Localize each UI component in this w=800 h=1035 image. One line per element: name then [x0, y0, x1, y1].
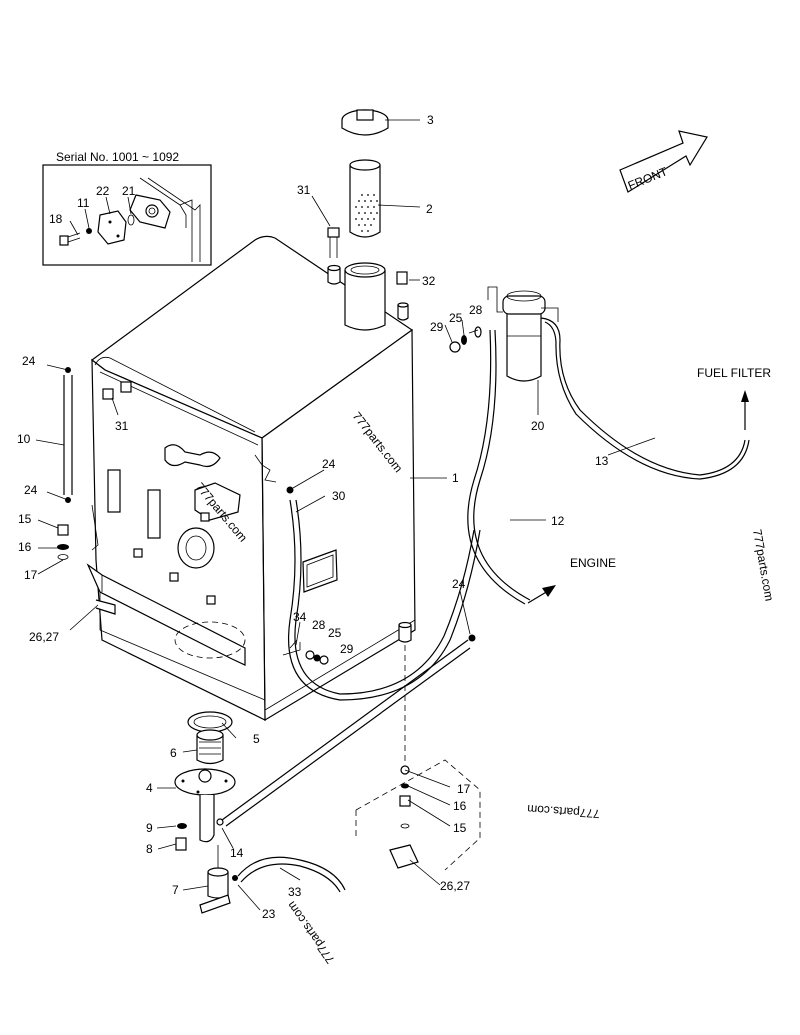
callout-24-left: 24: [24, 483, 38, 497]
pipe-10: [63, 375, 73, 495]
watermark-4: 777parts.com: [527, 802, 601, 821]
callout-4: 4: [146, 781, 153, 795]
fittings: [57, 227, 482, 665]
leader-lines: [35, 119, 656, 911]
callout-23: 23: [262, 907, 276, 921]
callout-10: 10: [17, 432, 31, 446]
inset-frame: [42, 164, 212, 266]
callout-17-left: 17: [24, 568, 38, 582]
callout-6: 6: [170, 746, 177, 760]
callout-24-right: 24: [452, 577, 466, 591]
hose-13: [540, 317, 746, 476]
callout-8: 8: [146, 842, 153, 856]
filler-neck: [344, 270, 386, 331]
callout-29-top: 29: [430, 320, 444, 334]
callout-34: 34: [293, 610, 307, 624]
callout-7: 7: [172, 883, 179, 897]
strainer-assembly: [341, 109, 389, 238]
fuel-filter: [506, 305, 542, 382]
fuel-filter-assembly: [63, 286, 750, 893]
callout-25-mid: 25: [328, 626, 342, 640]
callout-24-mid: 24: [322, 457, 336, 471]
callout-15-left: 15: [18, 512, 32, 526]
callout-31-left: 31: [115, 419, 129, 433]
callout-28-mid: 28: [312, 618, 326, 632]
callout-33: 33: [288, 885, 302, 899]
engine-label: ENGINE: [570, 556, 616, 570]
callout-11-inset: 11: [77, 196, 90, 210]
callout-3: 3: [427, 113, 434, 127]
serial-inset: Serial No. 1001 ~ 1092 18 11 22 21: [42, 150, 212, 266]
callout-labels: 3 2 31 32 28 25 29 20 13 1 12 24 31 10 2…: [17, 113, 609, 921]
callout-15-right: 15: [453, 821, 467, 835]
callout-16-left: 16: [18, 540, 32, 554]
callout-31-top: 31: [297, 183, 311, 197]
flow-arrows: [527, 390, 749, 604]
callout-1: 1: [452, 471, 459, 485]
suction-assembly: [174, 711, 236, 914]
callout-22-inset: 22: [96, 184, 110, 198]
callout-21-inset: 21: [122, 184, 136, 198]
callout-25-top: 25: [449, 311, 463, 325]
hose-12: [473, 329, 531, 601]
hose-33: [237, 856, 346, 891]
fuel-tank: [86, 235, 416, 722]
watermark-5: 777parts.com: [284, 899, 337, 967]
callout-16-right: 16: [453, 799, 467, 813]
callout-20: 20: [531, 419, 545, 433]
callout-17-right: 17: [457, 782, 471, 796]
callout-29-mid: 29: [340, 642, 354, 656]
tank-side-cover: [302, 549, 338, 593]
front-arrow: FRONT: [619, 130, 708, 193]
pipe-14: [221, 639, 469, 821]
callout-12: 12: [551, 514, 565, 528]
fuel-filter-label: FUEL FILTER: [697, 366, 771, 380]
callout-5: 5: [253, 732, 260, 746]
inset-cover-plate: [97, 210, 127, 245]
callout-26-27-right: 26,27: [440, 879, 470, 893]
watermark-3: 777parts.com: [750, 528, 776, 602]
hose-30: [288, 499, 481, 701]
callout-2: 2: [426, 202, 433, 216]
callout-9: 9: [146, 821, 153, 835]
callout-24-top: 24: [22, 354, 36, 368]
callout-30: 30: [332, 489, 346, 503]
inset-serial-caption: Serial No. 1001 ~ 1092: [56, 150, 179, 164]
callout-13: 13: [595, 454, 609, 468]
o-ring-5: [187, 711, 233, 733]
callout-32: 32: [422, 274, 436, 288]
callout-14: 14: [230, 846, 244, 860]
callout-28-top: 28: [469, 303, 483, 317]
callout-18-inset: 18: [49, 212, 63, 226]
callout-26-27-left: 26,27: [29, 630, 59, 644]
